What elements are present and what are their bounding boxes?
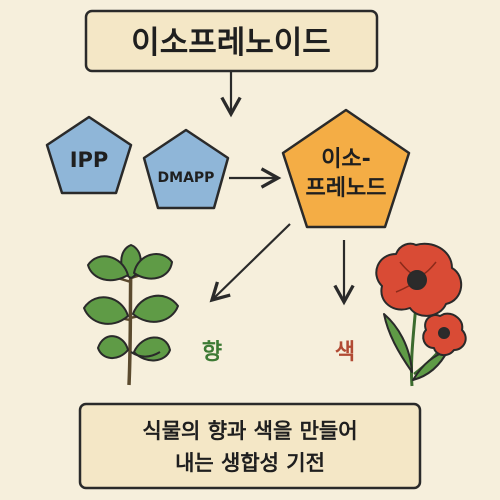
- bottom-text-line2: 내는 생합성 기전: [175, 451, 325, 475]
- isoprenoid-node: 이소- 프레노드: [281, 108, 411, 229]
- bottom-box: 식물의 향과 색을 만들어 내는 생합성 기전: [78, 402, 422, 490]
- arrow-to-aroma: [209, 223, 291, 303]
- isoprenoid-label-line2: 프레노드: [306, 176, 387, 201]
- ipp-label: IPP: [70, 148, 109, 172]
- dmapp-label: DMAPP: [158, 170, 215, 186]
- color-label: 색: [335, 340, 355, 365]
- ipp-node: IPP: [45, 115, 133, 195]
- aroma-label: 향: [202, 340, 222, 365]
- basil-plant-icon: [83, 244, 179, 386]
- bottom-text-line1: 식물의 향과 색을 만들어: [142, 419, 357, 443]
- title-box: 이소프레노이드: [84, 9, 379, 73]
- title-text: 이소프레노이드: [131, 25, 331, 61]
- poppy-flower-icon: [375, 242, 467, 387]
- dmapp-node: DMAPP: [142, 128, 230, 210]
- isoprenoid-label-line1: 이소-: [321, 147, 371, 172]
